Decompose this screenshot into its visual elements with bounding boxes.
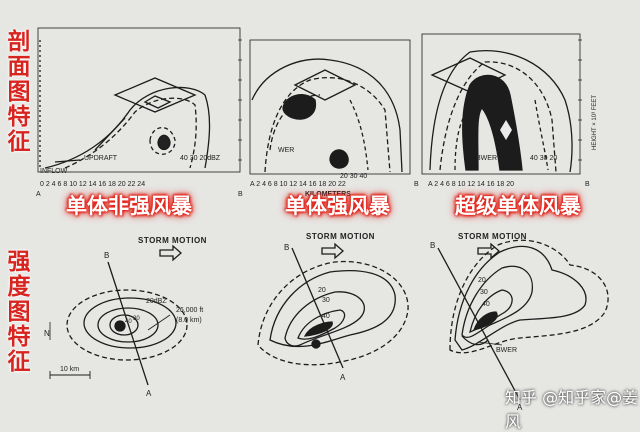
storm-motion-label-3: STORM MOTION bbox=[458, 232, 527, 241]
watermark: 知乎 @知乎家@姜风 bbox=[505, 388, 639, 431]
motion-arrow-2 bbox=[321, 242, 344, 260]
panel2-cross-section bbox=[249, 39, 411, 175]
svg-text:A 2 4 6 8 10 12 14 16 18: A 2 4 6 8 10 12 14 16 18 20 22 bbox=[250, 181, 346, 188]
svg-text:B: B bbox=[238, 191, 243, 198]
svg-text:20dBZ: 20dBZ bbox=[146, 298, 167, 305]
panel2-plan-view bbox=[257, 247, 409, 369]
svg-text:A: A bbox=[340, 373, 346, 382]
svg-text:B: B bbox=[284, 243, 289, 252]
svg-text:BWER: BWER bbox=[496, 347, 517, 354]
storm-diagram: UPDRAFT INFLOW 40 30 20dBZ 0 2 4 6 8 10 … bbox=[36, 27, 609, 412]
char: 强 bbox=[7, 249, 31, 275]
svg-text:20: 20 bbox=[318, 287, 326, 294]
svg-text:(8.0 km): (8.0 km) bbox=[176, 317, 202, 324]
char: 特 bbox=[7, 104, 31, 130]
updraft-text: UPDRAFT bbox=[84, 155, 118, 162]
char: 度 bbox=[7, 274, 31, 300]
svg-text:40: 40 bbox=[482, 301, 490, 308]
panel3-cross-section bbox=[421, 33, 582, 175]
panel3-title: 超级单体风暴 bbox=[455, 194, 581, 218]
svg-text:30: 30 bbox=[480, 289, 488, 296]
char: 征 bbox=[7, 129, 31, 155]
panel1-title: 单体非强风暴 bbox=[66, 194, 192, 218]
svg-text:30: 30 bbox=[133, 316, 140, 322]
section-label-profile: 剖 面 图 特 征 bbox=[2, 30, 36, 155]
char: 面 bbox=[7, 54, 31, 80]
char: 图 bbox=[7, 79, 31, 105]
wer-text: WER bbox=[278, 147, 294, 154]
panel3-plan-view bbox=[437, 239, 609, 401]
svg-text:B: B bbox=[430, 241, 435, 250]
bwer-text: BWER bbox=[476, 155, 497, 162]
svg-text:40: 40 bbox=[125, 319, 132, 325]
motion-arrow-1 bbox=[159, 244, 182, 262]
char: 图 bbox=[7, 299, 31, 325]
motion-arrow-3 bbox=[477, 242, 500, 260]
char: 剖 bbox=[7, 29, 31, 55]
storm-motion-label-1: STORM MOTION bbox=[138, 236, 207, 245]
svg-text:0 2 4 6 8 10 12 14 16: 0 2 4 6 8 10 12 14 16 18 20 22 24 bbox=[40, 181, 145, 188]
storm-motion-label-2: STORM MOTION bbox=[306, 232, 375, 241]
svg-text:B: B bbox=[104, 251, 109, 260]
svg-text:26,000 ft: 26,000 ft bbox=[176, 307, 203, 314]
svg-text:A: A bbox=[146, 389, 152, 398]
svg-text:A: A bbox=[36, 191, 41, 198]
svg-text:A: A bbox=[517, 403, 523, 412]
svg-text:A 2 4 6 8 10 12 14 1: A 2 4 6 8 10 12 14 16 18 20 bbox=[428, 181, 514, 188]
section-label-intensity: 强 度 图 特 征 bbox=[2, 250, 36, 375]
svg-text:B: B bbox=[585, 181, 590, 188]
svg-text:20: 20 bbox=[478, 277, 486, 284]
kilometers-text: KILOMETERS bbox=[305, 191, 351, 198]
inflow-text: INFLOW bbox=[40, 168, 68, 175]
char: 特 bbox=[7, 324, 31, 350]
svg-text:20 30 40: 20 30 40 bbox=[340, 173, 367, 180]
svg-text:40 30 20dBZ: 40 30 20dBZ bbox=[180, 155, 221, 162]
svg-text:10 km: 10 km bbox=[60, 366, 79, 373]
panel1-plan-view bbox=[49, 261, 188, 386]
svg-text:30: 30 bbox=[322, 297, 330, 304]
svg-text:B: B bbox=[414, 181, 419, 188]
svg-text:40: 40 bbox=[322, 313, 330, 320]
svg-text:40 30 20: 40 30 20 bbox=[530, 155, 557, 162]
panel2-title: 单体强风暴 bbox=[285, 194, 390, 218]
height-axis-text: HEIGHT × 10³ FEET bbox=[592, 95, 598, 150]
char: 征 bbox=[7, 349, 31, 375]
svg-text:N: N bbox=[44, 329, 50, 338]
panel1-cross-section bbox=[37, 27, 242, 173]
